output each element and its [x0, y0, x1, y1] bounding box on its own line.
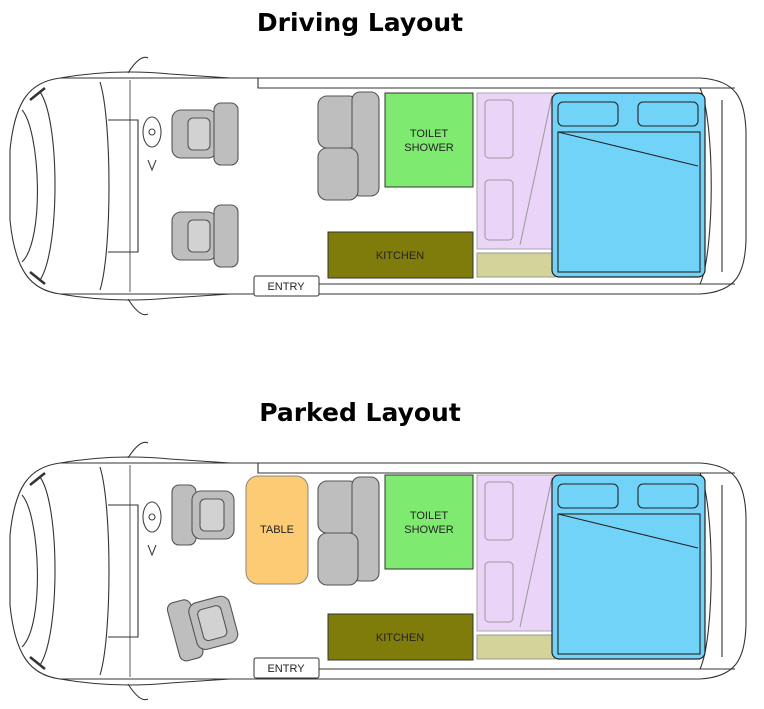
parked-layout-title: Parked Layout [259, 398, 461, 427]
rear-bench-seats [317, 91, 380, 201]
steering-wheel-icon [142, 501, 162, 557]
toilet-shower-area [384, 92, 474, 188]
entry-label: ENTRY [267, 663, 305, 675]
storage-bench [476, 634, 556, 660]
kitchen-area [327, 613, 474, 661]
table-label: TABLE [260, 524, 294, 536]
driver-seat-swivelled [171, 484, 235, 546]
kitchen-label: KITCHEN [376, 632, 424, 644]
table-area [245, 475, 309, 585]
toilet-label: TOILET [410, 510, 449, 522]
toilet-label: TOILET [410, 128, 449, 140]
rear-bench-seats [317, 476, 380, 586]
entry-label: ENTRY [267, 281, 305, 293]
shower-label: SHOWER [404, 524, 454, 536]
van-parked-layout: TABLE TOILET SHOWER KITCHEN ENTRY [9, 441, 747, 701]
kitchen-area [327, 231, 474, 279]
bed-area [551, 474, 706, 660]
storage-bench [476, 252, 556, 278]
driving-layout-title: Driving Layout [256, 8, 464, 37]
van-driving-layout: TOILET SHOWER KITCHEN ENTRY [9, 56, 747, 316]
driver-seat [171, 102, 239, 166]
shower-label: SHOWER [404, 142, 454, 154]
passenger-seat [171, 204, 239, 268]
wardrobe-area [476, 92, 558, 250]
toilet-shower-area [384, 474, 474, 570]
steering-wheel-icon [142, 116, 162, 172]
wardrobe-area [476, 474, 558, 632]
bed-area [551, 92, 706, 278]
kitchen-label: KITCHEN [376, 250, 424, 262]
passenger-seat-swivelled [166, 595, 239, 662]
entry-door [253, 657, 320, 679]
entry-door [253, 275, 320, 297]
